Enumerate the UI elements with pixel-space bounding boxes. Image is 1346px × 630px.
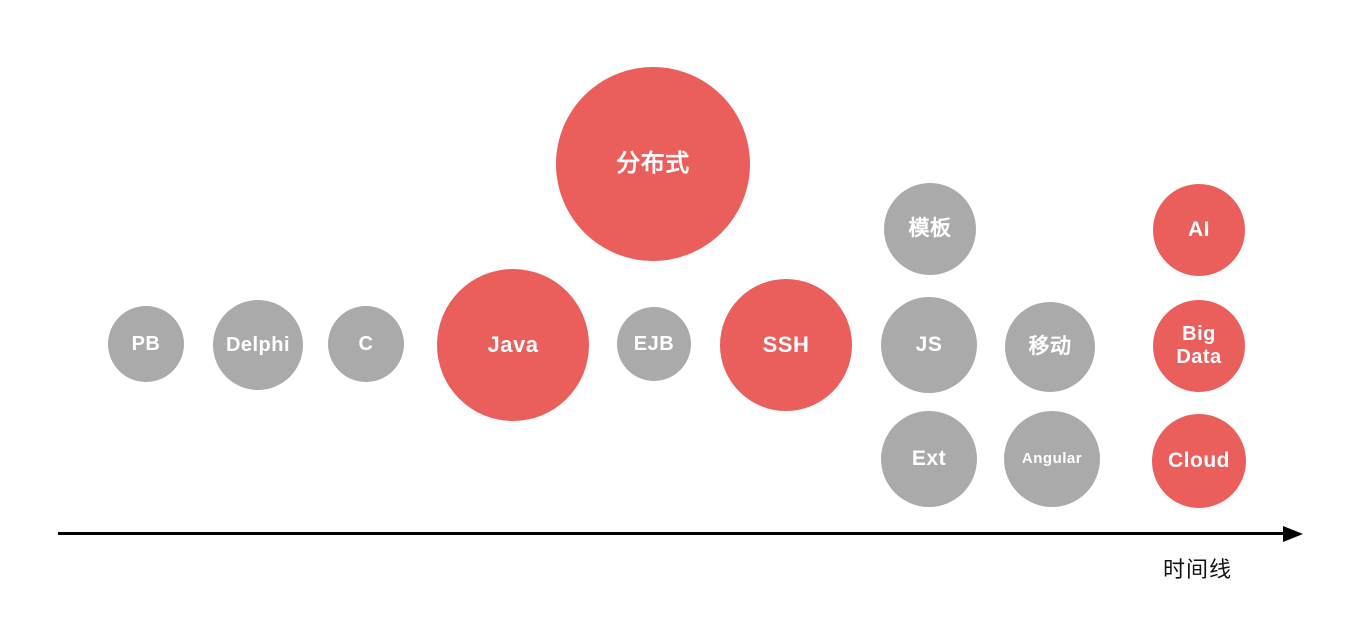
bubble-label: Big Data <box>1176 323 1222 368</box>
bubble-label: Delphi <box>225 333 291 356</box>
bubble-label: 模板 <box>908 216 952 240</box>
bubble-label: Cloud <box>1168 448 1230 472</box>
bubble-delphi: Delphi <box>213 300 303 390</box>
bubble-label: C <box>358 332 374 355</box>
bubble-bigdata: Big Data <box>1153 300 1245 392</box>
bubble-label: PB <box>131 332 161 355</box>
bubble-label: Angular <box>1021 450 1083 468</box>
bubble-label: Ext <box>911 446 947 470</box>
bubble-java: Java <box>437 269 589 421</box>
bubble-label: JS <box>915 332 943 356</box>
timeline-arrowhead-icon <box>1283 526 1303 542</box>
bubble-label: 分布式 <box>616 150 690 178</box>
bubble-fenbushi: 分布式 <box>556 67 750 261</box>
timeline-label: 时间线 <box>1163 557 1233 582</box>
bubble-label: 移动 <box>1028 334 1072 358</box>
bubble-label: SSH <box>762 332 810 358</box>
bubble-ejb: EJB <box>617 307 691 381</box>
bubble-label: Java <box>487 332 539 358</box>
timeline-axis <box>58 532 1283 535</box>
bubble-label: EJB <box>633 332 675 355</box>
bubble-angular: Angular <box>1004 411 1100 507</box>
bubble-ext: Ext <box>881 411 977 507</box>
bubble-pb: PB <box>108 306 184 382</box>
bubble-label: AI <box>1188 217 1210 241</box>
bubble-ssh: SSH <box>720 279 852 411</box>
bubble-cloud: Cloud <box>1152 414 1246 508</box>
bubble-js: JS <box>881 297 977 393</box>
bubble-c: C <box>328 306 404 382</box>
bubble-muban: 模板 <box>884 183 976 275</box>
bubble-yidong: 移动 <box>1005 302 1095 392</box>
bubble-ai: AI <box>1153 184 1245 276</box>
